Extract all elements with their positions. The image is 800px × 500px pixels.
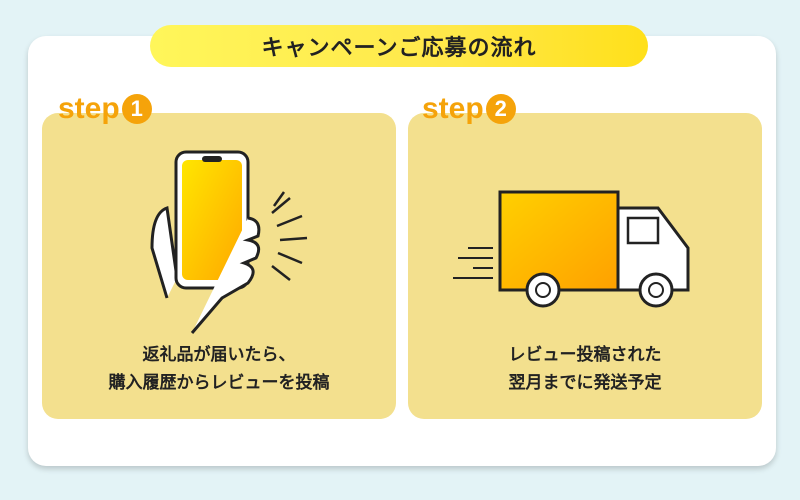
page-title: キャンペーンご応募の流れ (150, 25, 648, 67)
phone-hand-icon (150, 150, 308, 334)
step-1-panel: 返礼品が届いたら、購入履歴からレビューを投稿 (42, 113, 396, 419)
step-number: 1 (121, 94, 152, 124)
step-2-line-2: 翌月までに発送予定 (508, 373, 662, 393)
step-1-line-1: 返礼品が届いたら、 (142, 345, 296, 365)
step-1-line-2: 購入履歴からレビューを投稿 (108, 373, 330, 393)
step-text: step (422, 92, 484, 125)
step-2-line-1: レビュー投稿された (508, 345, 662, 365)
step-text: step (58, 92, 120, 125)
step-number: 2 (485, 94, 516, 124)
delivery-truck-icon (453, 190, 690, 308)
step-2-panel: レビュー投稿された翌月までに発送予定 (408, 113, 762, 419)
